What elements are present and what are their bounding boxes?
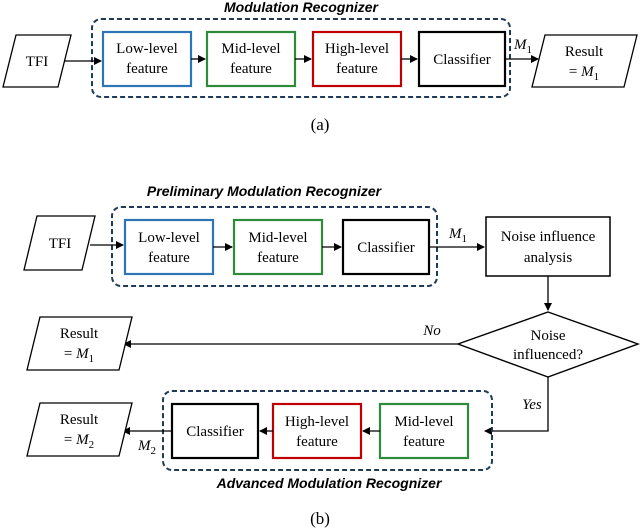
classifier-label-a: Classifier <box>433 52 491 68</box>
low-level-line2-a: feature <box>126 61 168 77</box>
high-level-line1-a: High-level <box>325 41 389 57</box>
m1-sub-a: 1 <box>527 44 533 56</box>
result-output-shape-a <box>531 34 638 88</box>
modulation-recognizer-group <box>91 18 511 98</box>
m2-sub: 2 <box>151 445 157 457</box>
modulation-recognizer-title: Modulation Recognizer <box>224 0 380 15</box>
high-level-line1-c: High-level <box>285 414 349 430</box>
caption-a: (a) <box>311 115 330 134</box>
mid-level-feature-label-c: Mid-level <box>394 414 453 430</box>
m1-arrow-label-a: M1 <box>513 37 532 56</box>
low-level-line1-a: Low-level <box>116 41 178 57</box>
classifier-box-c <box>170 402 260 460</box>
low-level-line1-b: Low-level <box>138 230 200 246</box>
diagram-a: Modulation Recognizer TFI Low-level feat… <box>2 0 638 134</box>
arrow-yes-to-advanced <box>484 377 549 435</box>
mid-level-line2-b: feature <box>257 250 299 266</box>
m1-symbol-b: M <box>448 226 463 242</box>
low-level-feature-label-b: Low-level <box>138 230 200 246</box>
high-level-feature-box-c <box>271 402 363 460</box>
mid-level-feature-label-b: Mid-level <box>248 230 307 246</box>
noise-influenced-decision <box>455 311 640 378</box>
m1-arrow-label-b: M1 <box>448 226 467 245</box>
m2-symbol: M <box>137 438 152 454</box>
tfi-input-label-b: TFI <box>49 236 72 252</box>
result-eq-a: = <box>569 64 581 80</box>
mid-level-line1-a: Mid-level <box>221 41 280 57</box>
high-level-feature-box-a <box>311 30 403 88</box>
mid-level-feature-label2-a: feature <box>230 61 272 77</box>
result2-eq: = <box>64 432 76 448</box>
classifier-label-b1: Classifier <box>357 240 415 256</box>
high-level-line2-a: feature <box>336 61 378 77</box>
low-level-feature-label2-a: feature <box>126 61 168 77</box>
low-level-line2-b: feature <box>148 250 190 266</box>
result2-value: = M2 <box>64 432 94 451</box>
result1-eq: = <box>64 346 76 362</box>
low-level-feature-box-b <box>123 218 215 276</box>
high-level-feature-label-a: High-level <box>325 41 389 57</box>
high-level-feature-label-c: High-level <box>285 414 349 430</box>
m1-symbol-a: M <box>513 37 528 53</box>
result1-symbol: M <box>75 346 90 362</box>
mid-level-feature-box-a <box>205 30 297 88</box>
mid-level-feature-label-a: Mid-level <box>221 41 280 57</box>
mid-level-line1-c: Mid-level <box>394 414 453 430</box>
preliminary-recognizer-group <box>111 206 438 287</box>
tfi-input-shape-a <box>2 34 72 88</box>
tfi-input-label-a: TFI <box>26 54 49 70</box>
mid-level-line2-a: feature <box>230 61 272 77</box>
result-label-a: Result <box>565 44 604 60</box>
m2-arrow-label: M2 <box>137 438 156 457</box>
decision-line2: influenced? <box>513 347 583 363</box>
no-label: No <box>422 323 441 339</box>
result-symbol-a: M <box>580 64 595 80</box>
advanced-recognizer-title: Advanced Modulation Recognizer <box>216 475 443 491</box>
mid-level-feature-label2-c: feature <box>403 434 445 450</box>
preliminary-recognizer-title: Preliminary Modulation Recognizer <box>147 183 383 199</box>
low-level-feature-label2-b: feature <box>148 250 190 266</box>
result-output-shape-b1 <box>26 316 133 371</box>
high-level-feature-label2-c: feature <box>296 434 338 450</box>
decision-line1: Noise <box>531 328 566 344</box>
result-output-shape-b2 <box>26 402 133 457</box>
result2-sub: 2 <box>89 439 95 451</box>
classifier-box-a <box>417 30 507 88</box>
mid-level-feature-box-c <box>378 402 470 460</box>
caption-b: (b) <box>310 509 330 528</box>
result-value-a: = M1 <box>569 64 599 83</box>
result1-value: = M1 <box>64 346 94 365</box>
result-sub-a: 1 <box>594 71 600 83</box>
diagram-b: Preliminary Modulation Recognizer TFI Lo… <box>23 183 640 528</box>
high-level-line2-c: feature <box>296 434 338 450</box>
noise-influence-line1: Noise influence <box>501 229 596 245</box>
classifier-label-c: Classifier <box>186 424 244 440</box>
m1-sub-b: 1 <box>462 233 468 245</box>
noise-influence-analysis-box <box>485 216 611 277</box>
mid-level-feature-box-b <box>232 218 324 276</box>
low-level-feature-box-a <box>101 30 193 88</box>
high-level-feature-label2-a: feature <box>336 61 378 77</box>
result2-symbol: M <box>75 432 90 448</box>
yes-label: Yes <box>522 397 542 413</box>
noise-influence-line2: analysis <box>524 250 572 266</box>
classifier-box-b1 <box>341 218 431 276</box>
result1-label: Result <box>60 326 99 342</box>
result1-sub: 1 <box>89 353 95 365</box>
mid-level-feature-label2-b: feature <box>257 250 299 266</box>
mid-level-line1-b: Mid-level <box>248 230 307 246</box>
result2-label: Result <box>60 412 99 428</box>
low-level-feature-label-a: Low-level <box>116 41 178 57</box>
tfi-input-shape-b <box>23 215 96 271</box>
mid-level-line2-c: feature <box>403 434 445 450</box>
